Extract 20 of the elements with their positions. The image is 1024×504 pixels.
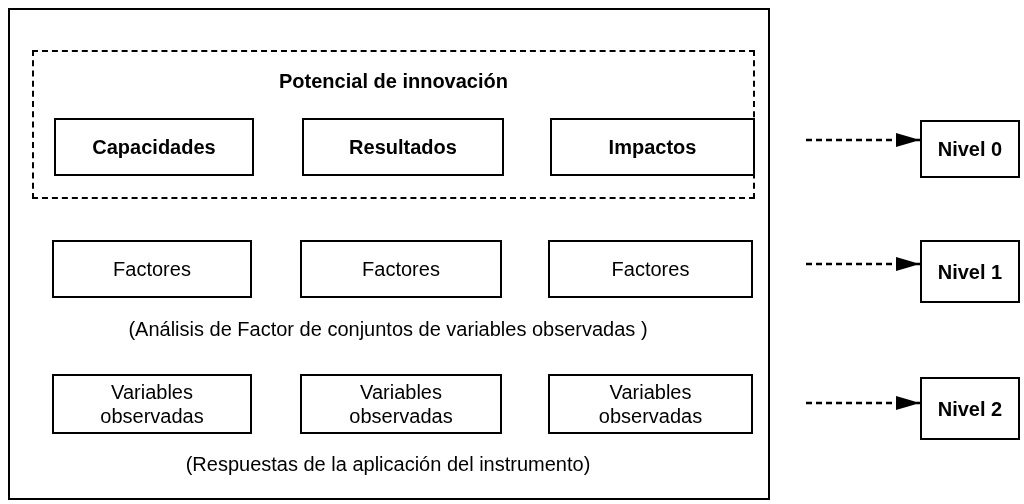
level-box: Impactos <box>550 118 755 176</box>
process-box: Factores <box>300 240 502 298</box>
note-text: (Respuestas de la aplicación del instrumento) <box>185 453 591 476</box>
level-box: Nivel 1 <box>920 240 1020 303</box>
process-box: Factores <box>52 240 252 298</box>
level-box: Nivel 0 <box>920 120 1020 178</box>
level-box: Resultados <box>302 118 504 176</box>
process-box: Variables observadas <box>52 374 252 434</box>
level-box: Nivel 2 <box>920 377 1020 440</box>
dashed-arrow <box>806 257 920 271</box>
dashed-arrow <box>806 133 920 147</box>
group-title: Potencial de innovación <box>278 69 509 94</box>
level-box: Capacidades <box>54 118 254 176</box>
process-box: Variables observadas <box>300 374 502 434</box>
dashed-group-box <box>32 50 755 199</box>
process-box: Factores <box>548 240 753 298</box>
process-box: Variables observadas <box>548 374 753 434</box>
outer-frame <box>8 8 770 500</box>
note-text: (Análisis de Factor de conjuntos de variables observadas ) <box>128 318 648 341</box>
dashed-arrow <box>806 396 920 410</box>
